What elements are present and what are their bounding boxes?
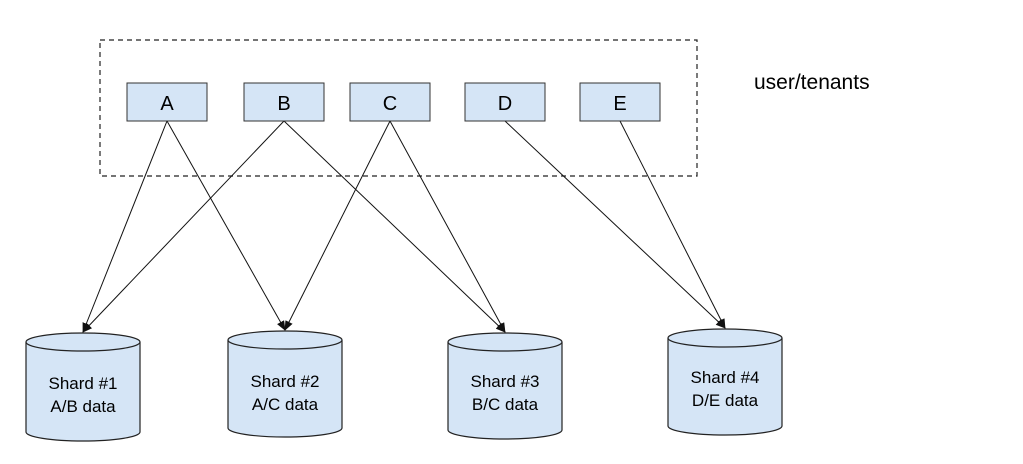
shard-title: Shard #1 (49, 374, 118, 393)
shard-subtitle: B/C data (472, 395, 539, 414)
group-label: user/tenants (754, 71, 870, 94)
tenant-box-e: E (579, 82, 661, 122)
arrow-e-to-shard-4 (619, 120, 726, 329)
tenant-group-box (99, 39, 698, 177)
shard-subtitle: A/C data (252, 395, 319, 414)
shard-title: Shard #2 (251, 372, 320, 391)
arrow-d-to-shard-4 (504, 120, 726, 329)
shard-title: Shard #4 (691, 368, 760, 387)
arrow-a-to-shard-2 (166, 120, 286, 331)
tenant-label: A (160, 93, 174, 115)
arrow-b-to-shard-3 (283, 120, 506, 333)
tenant-box-d: D (464, 82, 546, 122)
shard-cylinder-3: Shard #3 B/C data (447, 332, 563, 440)
tenant-box-a: A (126, 82, 208, 122)
arrow-c-to-shard-2 (284, 120, 391, 331)
shard-subtitle: A/B data (50, 397, 116, 416)
shard-cylinder-1: Shard #1 A/B data (25, 332, 141, 442)
shard-title: Shard #3 (471, 372, 540, 391)
tenant-label: E (613, 93, 626, 115)
tenant-box-c: C (349, 82, 431, 122)
shard-cylinder-4: Shard #4 D/E data (667, 328, 783, 436)
tenant-label: C (383, 93, 397, 115)
shard-subtitle: D/E data (692, 391, 759, 410)
tenant-box-b: B (243, 82, 325, 122)
arrow-a-to-shard-1 (82, 120, 168, 333)
shard-cylinder-2: Shard #2 A/C data (227, 330, 343, 438)
arrow-c-to-shard-3 (389, 120, 506, 333)
tenant-label: B (277, 93, 290, 115)
tenant-label: D (498, 93, 512, 115)
edges-layer (82, 120, 726, 333)
arrow-b-to-shard-1 (82, 120, 285, 333)
